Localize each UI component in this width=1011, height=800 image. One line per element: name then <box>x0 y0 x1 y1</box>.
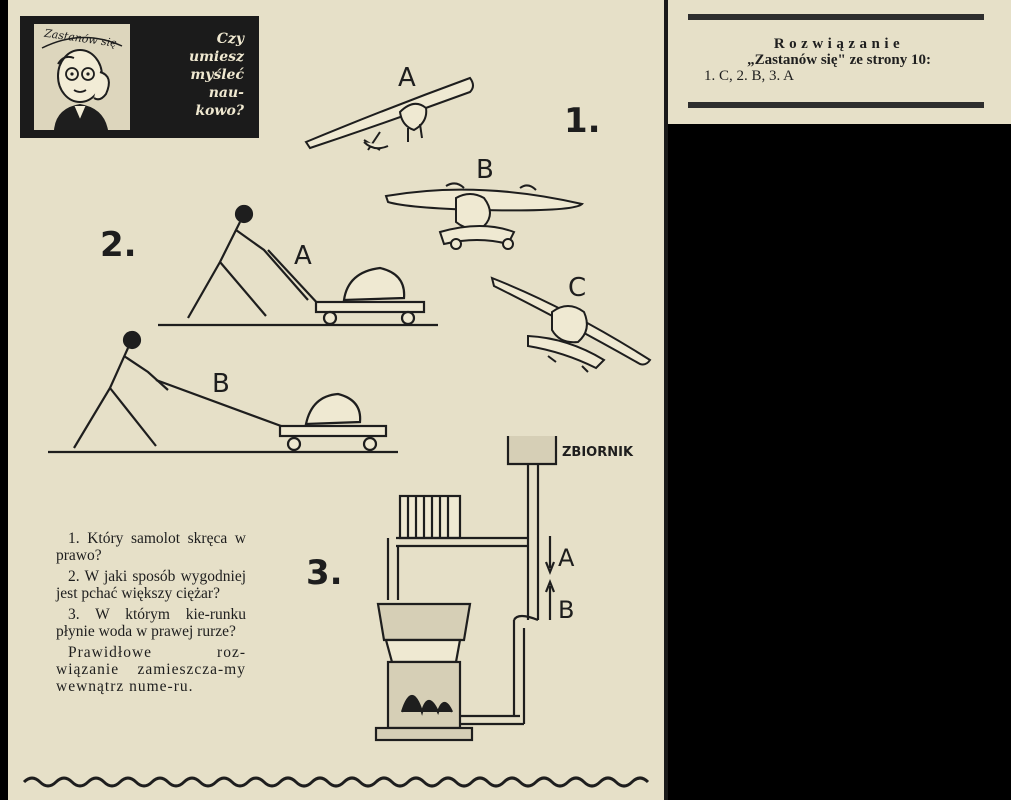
flow-b-label: B <box>558 596 574 624</box>
decorative-wavy-rule <box>22 776 650 788</box>
puzzle-illustrations: 1. A B C 2. <box>22 63 652 788</box>
question-1: 1. Który samolot skręca w prawo? <box>56 530 246 564</box>
questions-column: 1. Który samolot skręca w prawo? 2. W ja… <box>56 530 246 699</box>
solution-note: Prawidłowe roz-wiązanie zamieszcza-my we… <box>56 644 246 695</box>
push-b-label: B <box>212 369 230 399</box>
puzzle2-number: 2. <box>100 225 137 265</box>
plane-b-label: B <box>476 155 494 185</box>
push-scene-a-illustration <box>158 204 438 327</box>
solution-text: Rozwiązanie „Zastanów się" ze strony 10:… <box>704 36 974 84</box>
solution-bottom-rule <box>688 102 984 108</box>
solution-box: Rozwiązanie „Zastanów się" ze strony 10:… <box>668 0 1011 124</box>
puzzle3-number: 3. <box>306 553 343 593</box>
flow-a-label: A <box>558 544 575 572</box>
plane-c-illustration <box>490 276 652 373</box>
plane-c-label: C <box>568 273 586 303</box>
solution-answers: 1. C, 2. B, 3. A <box>704 68 795 84</box>
puzzle1-number: 1. <box>564 101 601 141</box>
plane-a-illustration <box>304 76 474 151</box>
push-scene-b-illustration <box>48 330 398 454</box>
push-a-label: A <box>294 241 312 271</box>
solution-title: Rozwiązanie <box>773 36 905 52</box>
thinking-man-drawing: Zastanów się <box>41 27 123 130</box>
tank-label: ZBIORNIK <box>562 445 634 460</box>
plane-b-illustration <box>384 182 584 250</box>
question-3: 3. W którym kie-runku płynie woda w praw… <box>56 606 246 640</box>
header-box: Zastanów się Czy umiesz myśleć nau- kowo… <box>20 16 259 138</box>
question-2: 2. W jaki sposób wygodniej jest pchać wi… <box>56 568 246 602</box>
heating-system-illustration <box>374 436 558 742</box>
plane-a-label: A <box>398 63 416 93</box>
thinking-man-illustration: Zastanów się <box>34 24 130 130</box>
header-question: Czy umiesz myśleć nau- kowo? <box>188 31 244 119</box>
solution-top-rule <box>688 14 984 20</box>
magazine-page: Zastanów się Czy umiesz myśleć nau- kowo… <box>8 0 668 800</box>
solution-subtitle: „Zastanów się" ze strony 10: <box>747 52 931 68</box>
